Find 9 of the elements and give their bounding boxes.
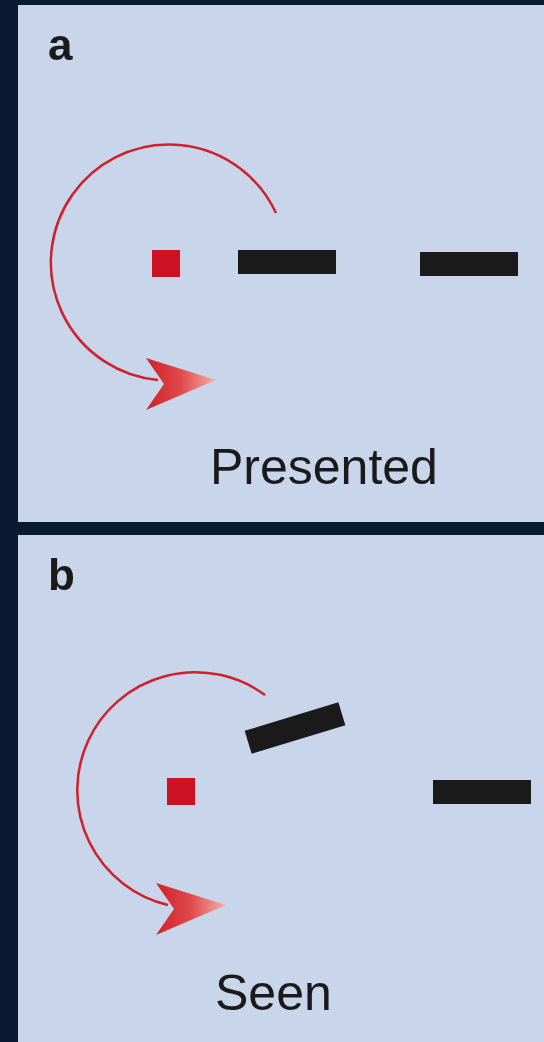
panel-letter: b	[48, 553, 75, 597]
panel-background	[18, 5, 544, 522]
bar	[420, 252, 518, 276]
bar	[238, 250, 336, 274]
panel-caption: Seen	[215, 968, 332, 1018]
panel-letter: a	[48, 23, 73, 67]
bar	[433, 780, 531, 804]
panel-background	[18, 535, 544, 1042]
panel-caption: Presented	[210, 442, 438, 492]
